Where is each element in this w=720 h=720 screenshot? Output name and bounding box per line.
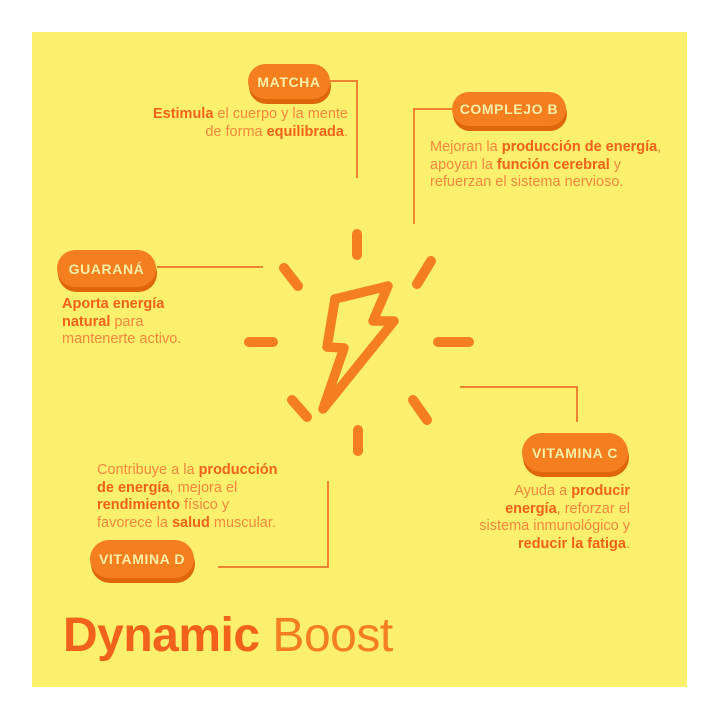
pill-vitamina-c-label: VITAMINA C	[531, 444, 619, 461]
pill-vitamina-c: VITAMINA C	[522, 433, 628, 472]
title-regular-word: Boost	[259, 609, 393, 662]
title-bold-word: Dynamic	[63, 609, 260, 662]
pill-guarana: GUARANÁ	[57, 250, 156, 287]
connector-vitamina-d	[218, 481, 329, 568]
connector-vitamina-c	[460, 386, 578, 422]
lightning-bolt-icon	[318, 281, 399, 414]
energy-burst-graphic	[244, 229, 474, 456]
pill-vitamina-d-label: VITAMINA D	[98, 551, 186, 567]
connector-complejo-b	[413, 108, 452, 224]
connector-guarana	[157, 266, 263, 268]
pill-matcha: MATCHA	[248, 64, 330, 99]
sunburst-rays	[244, 229, 474, 456]
description-vitamina-c: Ayuda a producir energía, reforzar el si…	[479, 483, 630, 552]
page-title: Dynamic Boost	[63, 608, 393, 663]
description-vitamina-d: Contribuye a la producción de energía, m…	[97, 462, 278, 531]
connector-matcha	[330, 80, 358, 178]
description-guarana: Aporta energía natural para mantenerte a…	[62, 296, 182, 347]
pill-complejo-b-label: COMPLEJO B	[459, 101, 559, 117]
pill-matcha-label: MATCHA	[257, 73, 321, 90]
pill-vitamina-d: VITAMINA D	[90, 540, 194, 578]
pill-complejo-b: COMPLEJO B	[452, 92, 566, 126]
pill-guarana-label: GUARANÁ	[68, 260, 145, 277]
description-complejo-b: Mejoran la producción de energía, apoyan…	[430, 139, 662, 190]
description-matcha: Estimula el cuerpo y la mente de forma e…	[152, 106, 348, 140]
